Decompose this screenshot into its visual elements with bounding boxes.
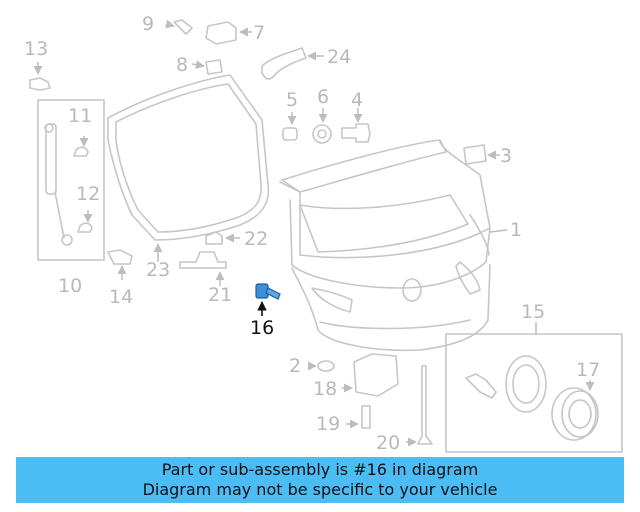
callout-4: 4 — [351, 89, 363, 111]
leader-1 — [489, 229, 508, 233]
callout-12: 12 — [76, 183, 100, 205]
callout-18: 18 — [313, 378, 337, 400]
latch-part-18 — [353, 353, 399, 397]
strut-group-box — [37, 99, 105, 261]
callout-24: 24 — [327, 46, 351, 68]
rod-part-20 — [417, 365, 433, 445]
screw-part-19 — [361, 405, 371, 429]
bumper-part-14 — [107, 249, 133, 265]
callout-7: 7 — [253, 22, 265, 44]
callout-10: 10 — [58, 275, 82, 297]
callout-23: 23 — [146, 259, 170, 281]
small-hardware-parts — [282, 123, 371, 144]
hose-part-24 — [261, 47, 307, 80]
banner-line-2: Diagram may not be specific to your vehi… — [142, 480, 498, 499]
callout-17: 17 — [576, 359, 600, 381]
callout-2: 2 — [289, 355, 301, 377]
washer-part-2 — [317, 360, 335, 372]
emblem-plate-part — [463, 144, 487, 165]
buffer-part-22 — [205, 231, 223, 245]
tailgate-part — [279, 139, 491, 352]
callout-1: 1 — [510, 219, 522, 241]
clip-part-13 — [29, 77, 51, 91]
info-banner: Part or sub-assembly is #16 in diagram D… — [16, 457, 624, 503]
callout-20: 20 — [376, 432, 400, 454]
highlighted-bolt-part-16 — [255, 283, 281, 300]
hinge-part-7 — [205, 21, 237, 45]
callout-21: 21 — [208, 284, 232, 306]
gas-strut-part — [44, 123, 73, 246]
callout-8: 8 — [176, 54, 188, 76]
callout-16: 16 — [250, 317, 274, 339]
emblem-assembly-part — [465, 355, 599, 441]
callout-14: 14 — [109, 286, 133, 308]
callout-5: 5 — [286, 89, 298, 111]
bracket-part-21 — [179, 251, 227, 269]
bolt-part-9 — [173, 19, 193, 35]
callout-11: 11 — [68, 105, 92, 127]
callout-6: 6 — [317, 86, 329, 108]
callout-9: 9 — [142, 13, 154, 35]
emblem-group-box — [445, 333, 623, 453]
callout-13: 13 — [24, 38, 48, 60]
callout-15: 15 — [521, 301, 545, 323]
banner-line-1: Part or sub-assembly is #16 in diagram — [161, 460, 479, 479]
callout-19: 19 — [316, 413, 340, 435]
weatherstrip-seal-part — [107, 74, 270, 241]
callout-22: 22 — [244, 228, 268, 250]
callout-3: 3 — [500, 145, 512, 167]
